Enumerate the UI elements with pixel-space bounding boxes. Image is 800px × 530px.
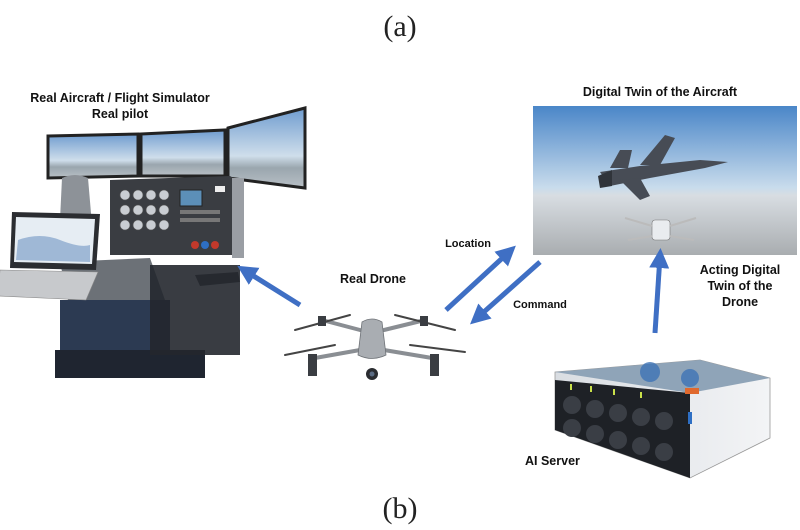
fighter-jet	[598, 135, 728, 200]
flight-simulator-image	[0, 106, 307, 378]
arrow-server-to-digital-twin	[649, 248, 670, 334]
label-command: Command	[513, 299, 567, 311]
label-digital-twin-aircraft: Digital Twin of the Aircraft	[582, 85, 738, 99]
label-acting-line1: Acting Digital	[699, 263, 781, 277]
label-location: Location	[445, 238, 491, 250]
arrow-drone-to-simulator	[237, 265, 302, 308]
virtual-drone	[624, 217, 697, 241]
cockpit-panel	[110, 176, 244, 258]
real-drone-image	[284, 314, 466, 380]
label-acting-line3: Drone	[721, 295, 759, 309]
simulator-screens	[46, 106, 307, 190]
ai-server-image	[554, 359, 771, 479]
label-real-drone: Real Drone	[340, 272, 406, 286]
label-ai-server: AI Server	[525, 454, 580, 468]
arrow-command	[470, 260, 542, 325]
arrow-location	[444, 245, 516, 312]
digital-twin-aircraft-image	[533, 106, 797, 255]
label-acting-digital-twin: Acting Digital Twin of the Drone	[685, 262, 795, 310]
laptop	[0, 212, 100, 301]
caption-a: (a)	[383, 10, 417, 43]
label-flight-simulator: Real Aircraft / Flight Simulator Real pi…	[10, 90, 230, 122]
label-simulator-line2: Real pilot	[91, 107, 149, 121]
label-acting-line2: Twin of the	[707, 279, 773, 293]
label-simulator-line1: Real Aircraft / Flight Simulator	[30, 91, 210, 105]
caption-b: (b)	[382, 492, 418, 525]
